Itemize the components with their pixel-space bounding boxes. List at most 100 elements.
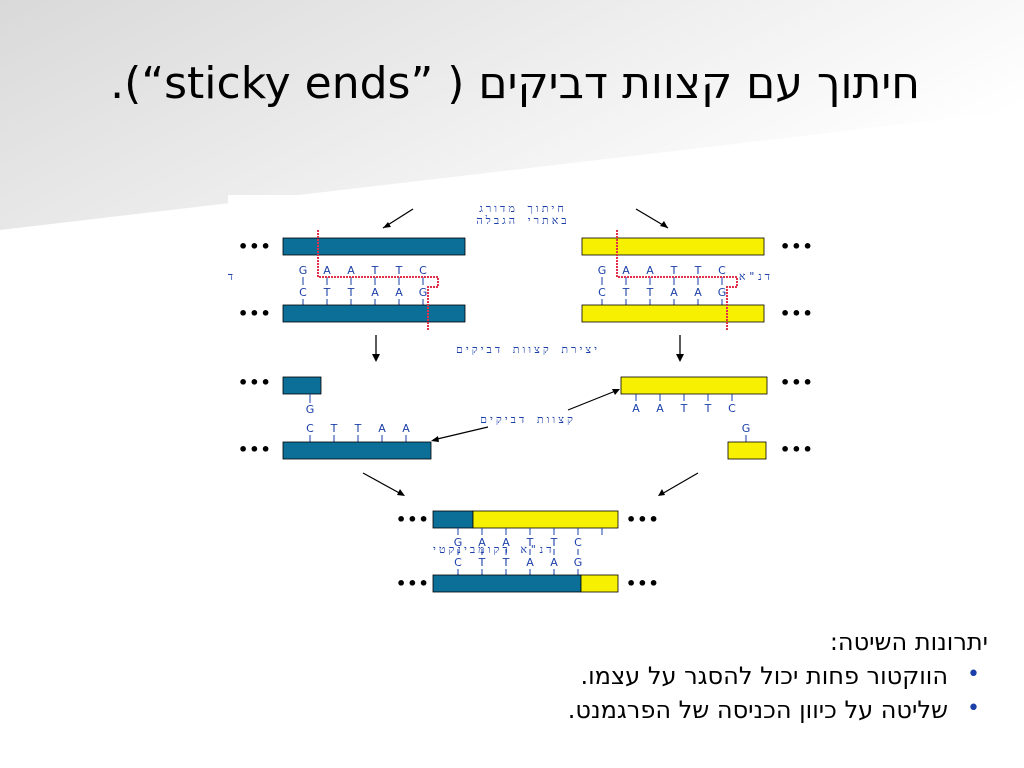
svg-text:T: T bbox=[502, 556, 510, 569]
svg-text:C: C bbox=[454, 556, 462, 569]
recomb-bases-bottom: C T T A A G bbox=[454, 556, 582, 569]
svg-text:A: A bbox=[646, 264, 654, 277]
svg-text:A: A bbox=[670, 286, 678, 299]
svg-text:T: T bbox=[646, 286, 654, 299]
svg-text:G: G bbox=[598, 264, 607, 277]
yellow-strand-top bbox=[581, 237, 765, 256]
yellow-fragment-long bbox=[620, 376, 768, 395]
cut-line-left bbox=[317, 230, 439, 330]
dots-recomb-3: ••• bbox=[396, 574, 430, 593]
dna-diagram: חיתוך מדורג באתרי הגבלה ••• דנ"א G A A T… bbox=[228, 195, 818, 600]
blue-fragment-long bbox=[282, 441, 432, 460]
label-cut-line1: חיתוך מדורג bbox=[479, 202, 567, 215]
svg-text:T: T bbox=[371, 264, 379, 277]
svg-text:A: A bbox=[632, 402, 640, 415]
yellow-fragment-short bbox=[727, 441, 767, 460]
arrowhead bbox=[383, 222, 391, 228]
label-dna-right: דנ"א bbox=[739, 270, 773, 283]
dots-right-1: ••• bbox=[780, 237, 814, 256]
advantage-text: הווקטור פחות יכול להסגר על עצמו. bbox=[580, 662, 948, 690]
label-dna-left: דנ"א bbox=[228, 270, 236, 283]
svg-text:G: G bbox=[454, 536, 463, 549]
svg-text:A: A bbox=[402, 422, 410, 435]
svg-text:C: C bbox=[419, 264, 427, 277]
overhang-right: A A T T C bbox=[632, 402, 736, 415]
dots-left-4: ••• bbox=[238, 440, 272, 459]
svg-text:C: C bbox=[574, 536, 582, 549]
svg-text:T: T bbox=[670, 264, 678, 277]
svg-text:A: A bbox=[323, 264, 331, 277]
svg-text:A: A bbox=[347, 264, 355, 277]
svg-text:A: A bbox=[656, 402, 664, 415]
svg-text:C: C bbox=[718, 264, 726, 277]
svg-text:T: T bbox=[354, 422, 362, 435]
svg-text:A: A bbox=[378, 422, 386, 435]
recomb-yellow-top bbox=[472, 510, 619, 529]
svg-text:T: T bbox=[550, 536, 558, 549]
svg-text:A: A bbox=[526, 556, 534, 569]
dots-left-3: ••• bbox=[238, 373, 272, 392]
bullet-icon: • bbox=[967, 696, 980, 721]
svg-text:T: T bbox=[622, 286, 630, 299]
svg-text:T: T bbox=[478, 556, 486, 569]
svg-text:C: C bbox=[598, 286, 606, 299]
svg-text:A: A bbox=[550, 556, 558, 569]
label-create-sticky: יצירת קצוות דביקים bbox=[456, 343, 600, 356]
svg-text:C: C bbox=[299, 286, 307, 299]
blue-strand-top bbox=[282, 237, 466, 256]
label-sticky-ends: קצוות דביקים bbox=[480, 413, 576, 426]
arrow-sticky-right bbox=[567, 389, 619, 411]
yellow-strand-bottom bbox=[581, 304, 765, 323]
svg-text:A: A bbox=[622, 264, 630, 277]
cut-line-right bbox=[616, 230, 738, 330]
dots-recomb-2: ••• bbox=[626, 510, 660, 529]
svg-text:A: A bbox=[395, 286, 403, 299]
svg-text:C: C bbox=[728, 402, 736, 415]
svg-text:T: T bbox=[330, 422, 338, 435]
recomb-yellow-bottom bbox=[580, 574, 619, 593]
svg-text:T: T bbox=[680, 402, 688, 415]
single-g-right: G bbox=[742, 422, 751, 435]
base-row-top-left: G A A T T C bbox=[299, 264, 427, 277]
dots-left-2: ••• bbox=[238, 304, 272, 323]
bullet-icon: • bbox=[967, 662, 980, 687]
svg-text:G: G bbox=[718, 286, 727, 299]
blue-fragment-short bbox=[282, 376, 322, 395]
advantages-section: יתרונות השיטה: • הווקטור פחות יכול להסגר… bbox=[368, 628, 988, 730]
dots-recomb-1: ••• bbox=[396, 510, 430, 529]
arrow-sticky-left bbox=[432, 426, 489, 441]
base-row-bottom-left: C T T A A G bbox=[299, 286, 427, 299]
advantages-list: • הווקטור פחות יכול להסגר על עצמו. • שלי… bbox=[368, 662, 988, 724]
dots-left-1: ••• bbox=[238, 237, 272, 256]
label-cut-line2: באתרי הגבלה bbox=[476, 214, 569, 227]
svg-text:A: A bbox=[502, 536, 510, 549]
base-pairs-left bbox=[302, 277, 424, 285]
svg-text:G: G bbox=[299, 264, 308, 277]
svg-text:T: T bbox=[694, 264, 702, 277]
list-item: • שליטה על כיוון הכניסה של הפרגמנט. bbox=[368, 696, 988, 724]
svg-text:G: G bbox=[419, 286, 428, 299]
svg-text:A: A bbox=[371, 286, 379, 299]
dots-right-4: ••• bbox=[780, 440, 814, 459]
svg-text:G: G bbox=[574, 556, 583, 569]
arrowhead bbox=[660, 221, 668, 228]
base-row-top-right: G A A T T C bbox=[598, 264, 726, 277]
advantages-heading: יתרונות השיטה: bbox=[829, 628, 988, 656]
list-item: • הווקטור פחות יכול להסגר על עצמו. bbox=[368, 662, 988, 690]
advantage-text: שליטה על כיוון הכניסה של הפרגמנט. bbox=[567, 696, 948, 724]
single-g-left: G bbox=[306, 403, 315, 416]
recomb-blue-top bbox=[432, 510, 474, 529]
arrow-join-right bbox=[659, 472, 699, 496]
base-row-bottom-right: C T T A A G bbox=[598, 286, 726, 299]
svg-text:T: T bbox=[347, 286, 355, 299]
recomb-blue-bottom bbox=[432, 574, 582, 593]
dots-recomb-4: ••• bbox=[626, 574, 660, 593]
slide-title: חיתוך עם קצוות דביקים ( ”sticky ends“). bbox=[110, 58, 920, 109]
dots-right-3: ••• bbox=[780, 373, 814, 392]
recomb-bases-top: G A A T T C bbox=[454, 536, 582, 549]
svg-text:A: A bbox=[694, 286, 702, 299]
svg-text:T: T bbox=[323, 286, 331, 299]
dots-right-2: ••• bbox=[780, 304, 814, 323]
blue-strand-bottom bbox=[282, 304, 466, 323]
svg-text:A: A bbox=[478, 536, 486, 549]
